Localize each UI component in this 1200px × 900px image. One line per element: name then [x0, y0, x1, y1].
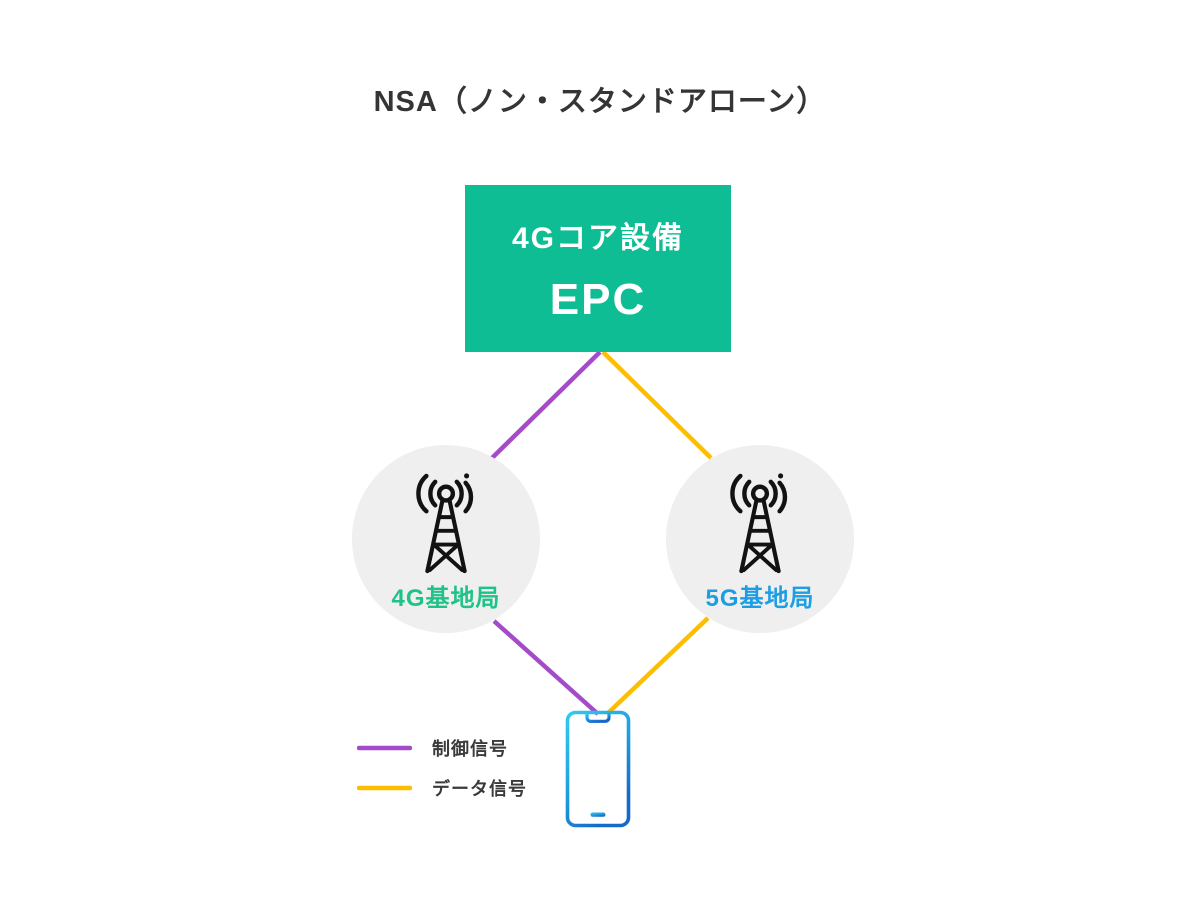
page-title: NSA（ノン・スタンドアローン）: [373, 86, 827, 118]
data-signal-line-icon: [357, 785, 412, 790]
core-box-epc: 4Gコア設備 EPC: [465, 185, 731, 352]
core-box-subtitle: 4Gコア設備: [511, 221, 685, 255]
connector-control-epc-to-4g: [490, 350, 602, 460]
legend-item-data-signal: データ信号: [357, 778, 527, 799]
connector-control-4g-to-phone: [492, 619, 600, 716]
legend-label-control-signal: 制御信号: [432, 738, 508, 759]
control-signal-line-icon: [357, 745, 412, 750]
cell-tower-icon: [730, 472, 788, 573]
station-5g: 5G基地局: [666, 445, 854, 633]
station-5g-label: 5G基地局: [705, 584, 815, 612]
smartphone-icon: [565, 710, 631, 828]
legend-label-data-signal: データ信号: [432, 778, 527, 799]
legend: 制御信号 データ信号: [357, 738, 527, 799]
connector-data-5g-to-phone: [605, 616, 710, 716]
station-4g: 4G基地局: [352, 445, 540, 633]
legend-item-control-signal: 制御信号: [357, 738, 527, 759]
cell-tower-icon: [416, 472, 474, 573]
core-box-title: EPC: [549, 274, 647, 324]
station-4g-label: 4G基地局: [391, 584, 501, 612]
connector-data-epc-to-5g: [601, 350, 713, 460]
